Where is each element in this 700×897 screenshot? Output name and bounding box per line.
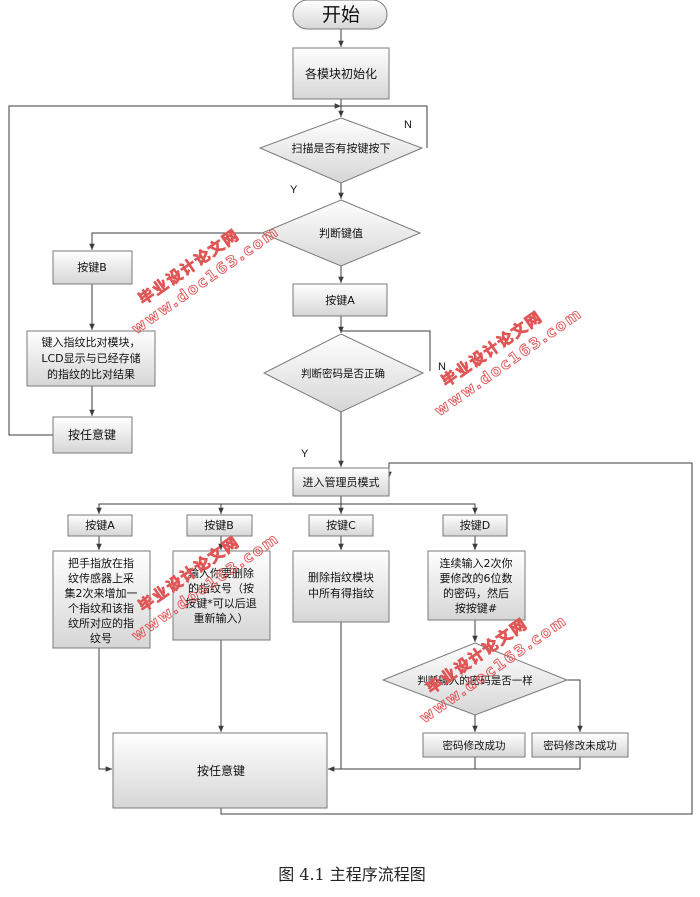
key-a-box: [292, 283, 388, 317]
judge-key-label: 判断键值: [319, 226, 363, 240]
judge-pwd-label: 判断密码是否正确: [301, 367, 385, 380]
watermark-1: 毕业设计论文网 www.doc163.com: [128, 222, 283, 339]
watermark-2-line-2: www.doc163.com: [431, 304, 586, 420]
sub-key-a-label: 按键A: [85, 518, 115, 532]
sub-key-b-box: [186, 514, 253, 537]
init-label: 各模块初始化: [305, 66, 377, 81]
add-line-2: 纹传感器上采: [68, 571, 134, 585]
delete-one-line-1: 输入你要删除: [188, 566, 254, 580]
any-key-main-box: [112, 732, 328, 809]
add-line-4: 个指纹和该指: [68, 601, 134, 615]
sub-key-a-box: [67, 514, 133, 537]
loop-anykey-back: [8, 103, 341, 436]
delete-one-line-3: 按键*可以后退: [185, 596, 257, 610]
judge-pwd-diamond: [262, 333, 425, 413]
init-box: [292, 47, 390, 100]
pwd-fail-box: [531, 732, 629, 758]
delete-all-box: [292, 550, 390, 623]
start-label: 开始: [322, 4, 360, 26]
branch-y-pwd: Y: [301, 448, 309, 460]
watermark-2: 毕业设计论文网 www.doc163.com: [431, 304, 586, 421]
delete-all-line-1: 删除指纹模块: [308, 570, 374, 584]
key-a-label: 按键A: [325, 293, 355, 307]
key-b-left-label: 按键B: [77, 260, 107, 274]
figure-caption: 图 4.1 主程序流程图: [278, 865, 426, 884]
judge-same-label: 判断输入的密码是否一样: [417, 674, 533, 687]
arrow-delall-anykey: [328, 622, 342, 772]
connectors: [8, 29, 693, 815]
admin-mode-box: [292, 467, 390, 497]
change-pwd-line-2: 要修改的6位数: [440, 571, 513, 585]
sub-key-d-box: [442, 514, 508, 537]
start-terminator: [292, 0, 388, 30]
branch-labels: N Y N Y: [290, 119, 446, 460]
sub-key-b-label: 按键B: [204, 518, 234, 532]
delete-one-line-2: 的指纹号（按: [188, 581, 254, 595]
pwd-fail-label: 密码修改未成功: [543, 739, 617, 752]
branch-n-pwd: N: [438, 361, 446, 373]
loop-anykey-admin: [220, 462, 693, 815]
branch-y-scan: Y: [290, 184, 298, 196]
verify-box: [26, 330, 156, 387]
add-line-1: 把手指放在指: [68, 556, 134, 570]
watermark-1-line-2: www.doc163.com: [128, 222, 283, 338]
change-pwd-box: [427, 550, 526, 621]
change-pwd-line-1: 连续输入2次你: [440, 556, 513, 570]
sub-key-d-label: 按键D: [460, 518, 490, 532]
add-line-3: 集2次来增加一: [65, 586, 138, 600]
admin-mode-label: 进入管理员模式: [303, 475, 380, 489]
add-line-5: 纹所对应的指: [68, 616, 134, 630]
scan-diamond: [258, 117, 424, 184]
change-pwd-line-3: 的密码，然后: [443, 586, 509, 600]
delete-all-line-2: 中所有得指纹: [308, 586, 374, 600]
any-key-left-label: 按任意键: [68, 427, 116, 442]
judge-key-diamond: [260, 199, 422, 267]
add-line-6: 纹号: [90, 631, 112, 645]
arrow-same-fail: [567, 679, 583, 732]
arrow-admin-subkeya: [96, 496, 342, 514]
loop-scan-no: [341, 105, 428, 148]
scan-label: 扫描是否有按键按下: [292, 141, 391, 155]
line-ok-anykey: [341, 757, 476, 770]
sub-key-c-label: 按键C: [326, 518, 356, 532]
change-pwd-line-4: 按按键#: [455, 601, 497, 615]
verify-line-2: LCD显示与已经存储: [41, 351, 140, 365]
sub-key-c-box: [308, 514, 374, 537]
key-b-left-box: [52, 250, 133, 285]
verify-line-3: 的指纹的比对结果: [47, 367, 135, 381]
add-finger-box: [52, 550, 151, 649]
line-fail-anykey: [475, 757, 581, 770]
pwd-ok-label: 密码修改成功: [443, 739, 506, 752]
node-labels: 开始 各模块初始化 扫描是否有按键按下 判断键值 按键B 键入指纹比对模块， L…: [41, 4, 616, 778]
judge-same-diamond: [381, 642, 569, 716]
any-key-main-label: 按任意键: [197, 763, 245, 778]
pwd-ok-box: [422, 732, 526, 758]
arrow-add-anykey: [98, 648, 112, 772]
delete-one-box: [172, 550, 271, 641]
loop-judgepwd-no: [341, 330, 431, 371]
arrow-admin-subkeyd: [341, 503, 478, 514]
arrow-judge-keyb: [89, 232, 262, 250]
any-key-left-box: [52, 416, 133, 454]
delete-one-line-4: 重新输入）: [194, 611, 249, 625]
verify-line-1: 键入指纹比对模块，: [42, 335, 141, 349]
branch-n-scan: N: [404, 119, 412, 131]
shapes: [26, 0, 629, 809]
